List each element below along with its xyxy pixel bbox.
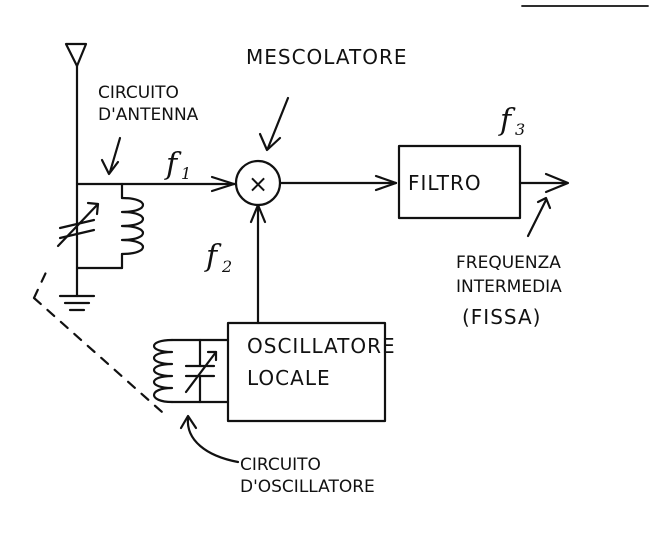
ground-icon (58, 294, 96, 312)
f3-label: f 3 (498, 103, 525, 139)
osc-circuit-label-line2: D'OSCILLATORE (240, 477, 375, 497)
local-oscillator-block (226, 321, 387, 423)
f1-label: f 1 (164, 147, 191, 183)
if-pointer-arrow (526, 196, 552, 238)
svg-text:1: 1 (181, 164, 191, 183)
svg-text:f: f (164, 147, 182, 182)
filter-label: FILTRO (408, 171, 482, 195)
antenna-circuit-label-line2: D'ANTENNA (98, 105, 199, 125)
antenna-circuit-label-line1: CIRCUITO (98, 83, 179, 103)
mixer-label: MESCOLATORE (246, 45, 408, 69)
oscillator-circuit (152, 338, 230, 404)
ganged-tuning-dashed-line (32, 266, 164, 414)
svg-text:f: f (204, 239, 222, 274)
antenna-circuit (56, 175, 238, 270)
if-label-line1: FREQUENZA (456, 253, 561, 273)
mixer-symbol: × (234, 159, 282, 207)
mixer-pointer-arrow (266, 96, 290, 150)
svg-text:f: f (498, 103, 516, 138)
if-label-line2: INTERMEDIA (456, 277, 562, 297)
svg-text:2: 2 (221, 257, 232, 276)
oscillator-variable-capacitor-icon (184, 338, 218, 404)
f2-label: f 2 (204, 239, 232, 276)
osc-circuit-label-line1: CIRCUITO (240, 455, 321, 475)
antenna-icon (64, 42, 88, 298)
oscillator-label-line2: LOCALE (247, 366, 331, 390)
osc-circuit-pointer-arrow (186, 416, 240, 464)
svg-text:×: × (248, 170, 268, 198)
oscillator-label-line1: OSCILLATORE (247, 334, 396, 358)
if-label-line3: (FISSA) (462, 305, 541, 329)
svg-text:3: 3 (515, 120, 525, 139)
antenna-variable-capacitor-icon (56, 201, 100, 248)
antenna-circuit-pointer-arrow (108, 136, 122, 174)
